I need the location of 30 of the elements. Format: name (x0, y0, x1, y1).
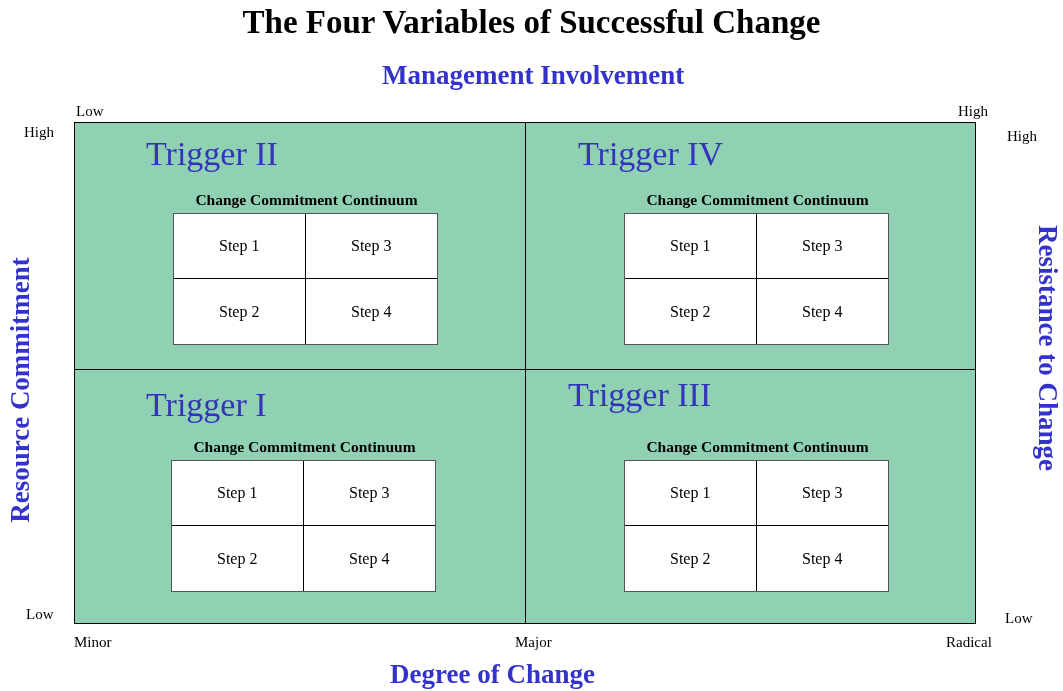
scale-label: High (24, 124, 54, 141)
scale-label: Low (76, 103, 104, 120)
axis-title: Degree of Change (390, 659, 595, 690)
quadrant-title: Trigger III (568, 376, 712, 414)
quadrant-panel (74, 122, 526, 370)
quadrant-title: Trigger IV (578, 135, 724, 173)
scale-label: Low (1005, 610, 1033, 627)
scale-label: Low (26, 606, 54, 623)
step-cell: Step 1 (172, 461, 304, 526)
axis-title: Management Involvement (382, 60, 685, 91)
quadrant-title: Trigger II (146, 135, 278, 173)
scale-label: High (958, 103, 988, 120)
quadrant-panel (525, 122, 976, 370)
quadrant-panel (525, 369, 976, 624)
quadrant-title: Trigger I (146, 386, 267, 424)
step-cell: Step 1 (174, 214, 306, 279)
table-heading: Change Commitment Continuum (192, 438, 417, 456)
step-cell: Step 1 (625, 461, 757, 526)
quadrant-panel (74, 369, 526, 624)
scale-label: Minor (74, 634, 112, 651)
scale-label: Radical (946, 634, 992, 651)
axis-title: Resource Commitment (4, 257, 36, 523)
table-heading: Change Commitment Continuum (194, 191, 419, 209)
axis-title: Resistance to Change (1031, 225, 1063, 471)
table-heading: Change Commitment Continuum (645, 191, 870, 209)
scale-label: High (1007, 128, 1037, 145)
table-heading: Change Commitment Continuum (645, 438, 870, 456)
scale-label: Major (515, 634, 552, 651)
step-cell: Step 1 (625, 214, 757, 279)
diagram-title: The Four Variables of Successful Change (241, 4, 822, 41)
